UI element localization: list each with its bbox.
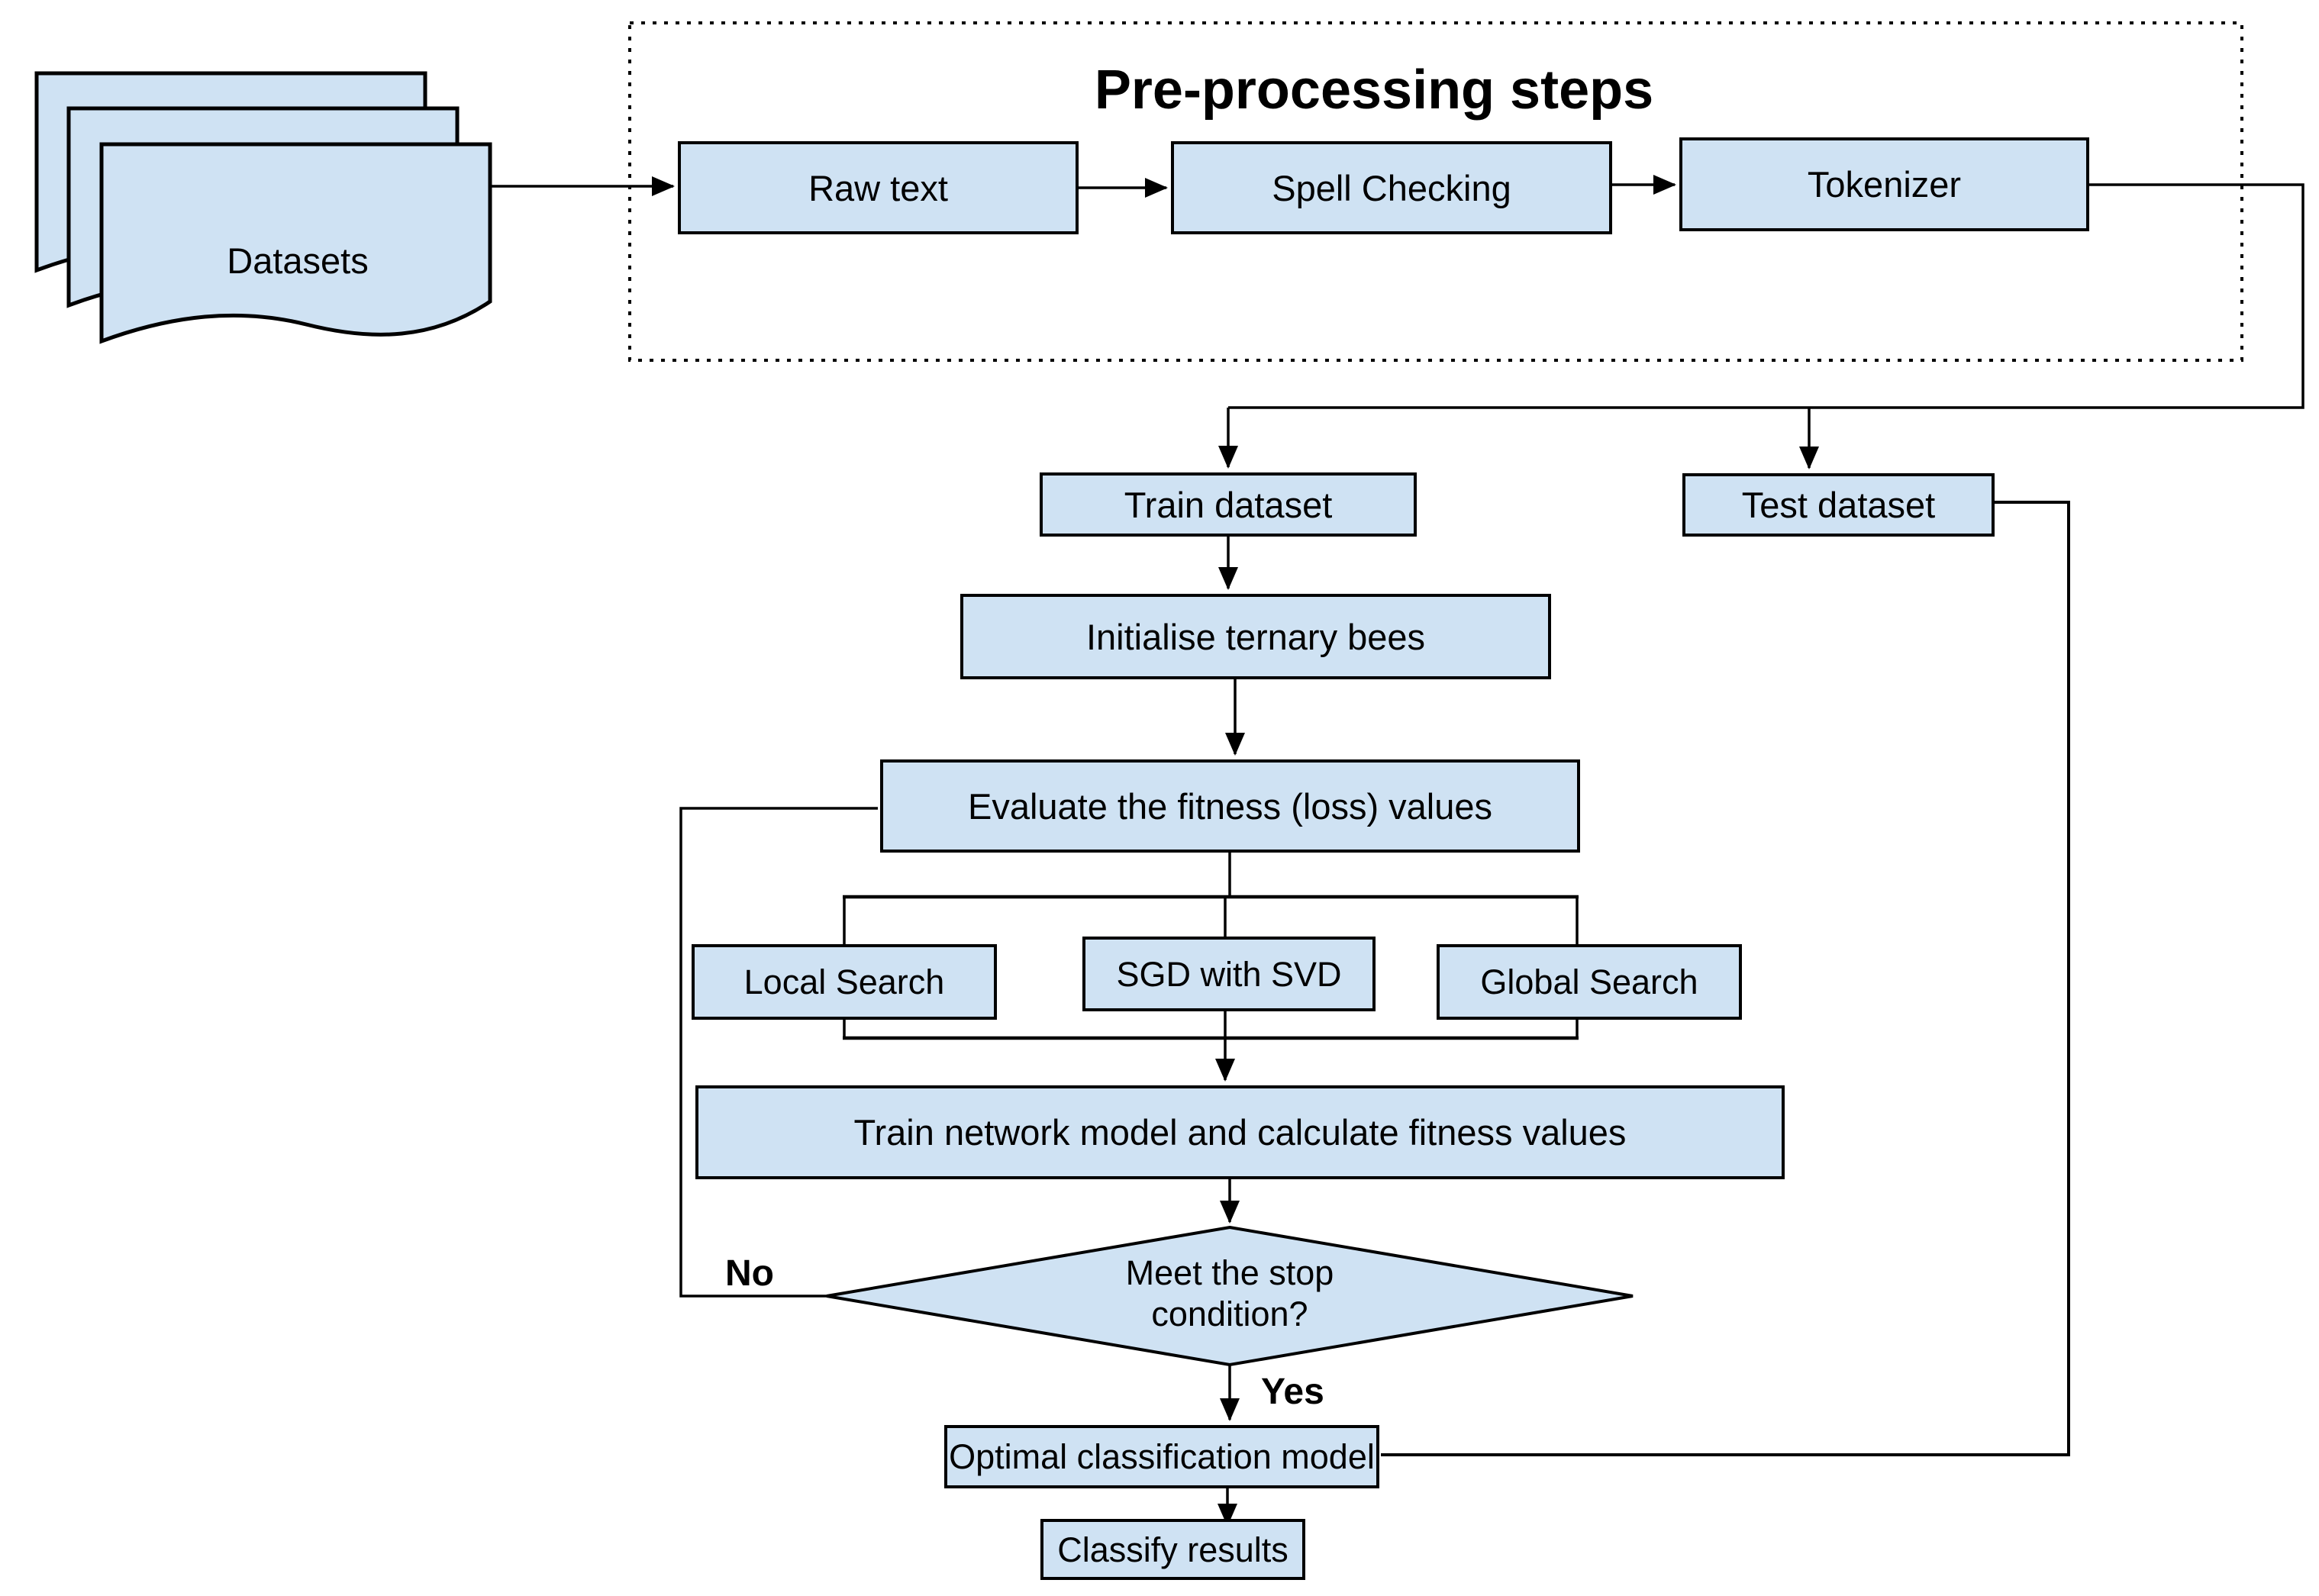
node-initialise-ternary-bees: Initialise ternary bees	[960, 594, 1551, 679]
datasets-document-stack-icon	[34, 71, 492, 344]
node-train-dataset: Train dataset	[1040, 472, 1417, 537]
node-tokenizer: Tokenizer	[1679, 137, 2089, 231]
node-local-search: Local Search	[692, 944, 997, 1020]
node-global-search: Global Search	[1437, 944, 1742, 1020]
node-evaluate-fitness: Evaluate the fitness (loss) values	[880, 759, 1580, 853]
decision-line1: Meet the stop	[1125, 1253, 1334, 1292]
decision-diamond-shape	[826, 1225, 1634, 1367]
datasets-label: Datasets	[183, 243, 412, 279]
node-spell-checking: Spell Checking	[1171, 141, 1612, 234]
node-raw-text: Raw text	[678, 141, 1079, 234]
line-no-feedback-loop	[679, 807, 878, 1298]
preprocessing-title: Pre-processing steps	[1094, 60, 1654, 121]
datasets-label-text: Datasets	[227, 240, 369, 281]
branch-no-label: No	[725, 1253, 774, 1294]
branch-yes-label: Yes	[1261, 1372, 1324, 1412]
node-classify-results: Classify results	[1040, 1519, 1305, 1580]
node-sgd-with-svd: SGD with SVD	[1082, 937, 1376, 1011]
line-test-dataset-to-optimal	[1381, 501, 2070, 1456]
line-tokenizer-exit	[1228, 183, 2304, 409]
decision-line2: condition?	[1151, 1295, 1308, 1333]
decision-diamond-label: Meet the stop condition?	[1039, 1253, 1421, 1335]
node-optimal-classification-model: Optimal classification model	[944, 1425, 1379, 1488]
node-train-network-model: Train network model and calculate fitnes…	[695, 1085, 1785, 1179]
document-page-front-icon	[99, 142, 492, 344]
node-test-dataset: Test dataset	[1682, 473, 1995, 537]
